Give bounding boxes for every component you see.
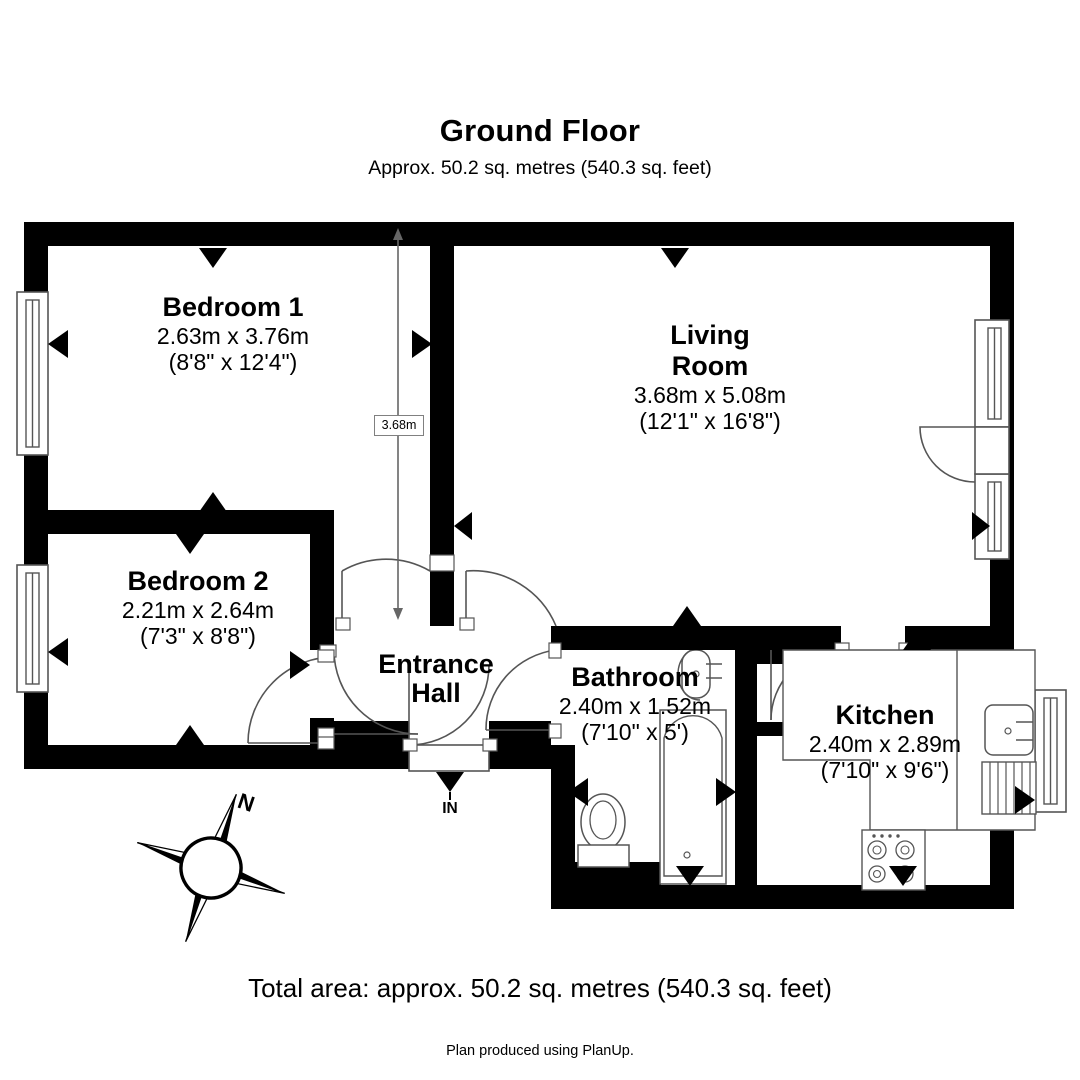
door-bathroom	[485, 642, 562, 739]
marker-bedroom1-west	[48, 330, 68, 358]
marker-kitchen-west	[737, 786, 757, 814]
marker-bathroom-east	[716, 778, 736, 806]
window-bedroom1-left	[16, 291, 49, 456]
dimension-label: 3.68m	[374, 415, 424, 436]
doors	[247, 426, 1010, 772]
page-subtitle: Approx. 50.2 sq. metres (540.3 sq. feet)	[368, 157, 712, 179]
marker-bedroom2-east	[290, 651, 310, 679]
room-label-bedroom1: Bedroom 1 2.63m x 3.76m (8'8" x 12'4")	[75, 292, 391, 375]
room-metric-kitchen: 2.40m x 2.89m	[808, 730, 962, 757]
room-name-kitchen: Kitchen	[835, 700, 935, 730]
entrance-in-label: IN	[442, 800, 458, 817]
room-label-bedroom2: Bedroom 2 2.21m x 2.64m (7'3" x 8'8")	[55, 566, 341, 649]
marker-bedroom1-north	[199, 248, 227, 268]
fixtures	[577, 647, 1037, 891]
marker-bathroom-west	[568, 778, 588, 806]
total-area-text: Total area: approx. 50.2 sq. metres (540…	[248, 973, 832, 1003]
room-metric-livingroom: 3.68m x 5.08m	[633, 381, 787, 408]
view-direction-markers	[48, 248, 1035, 886]
room-name-bedroom2: Bedroom 2	[127, 566, 269, 596]
marker-bedroom1-east	[412, 330, 432, 358]
bathtub	[659, 709, 727, 885]
door-bedroom1	[429, 554, 455, 572]
kitchen-sink	[984, 704, 1034, 756]
door-bedroom2	[247, 649, 335, 750]
marker-livingroom-south	[673, 606, 701, 626]
door-hall-livingroom-arc	[459, 569, 557, 631]
toilet-wc	[577, 793, 630, 868]
page-title: Ground Floor	[439, 113, 641, 148]
window-livingroom-upper	[974, 319, 1010, 428]
room-name-entrancehall-line1: Entrance	[378, 649, 494, 679]
marker-bathroom-south	[676, 866, 704, 886]
marker-kitchen-north	[903, 630, 931, 650]
room-label-bathroom: Bathroom 2.40m x 1.52m (7'10" x 5')	[510, 662, 760, 745]
marker-entrance-in	[436, 772, 464, 792]
marker-bedroom2-west	[48, 638, 68, 666]
room-label-livingroom: Living Room 3.68m x 5.08m (12'1" x 16'8"…	[595, 320, 825, 434]
room-name-bedroom1: Bedroom 1	[162, 292, 304, 322]
windows	[16, 291, 1067, 813]
window-kitchen-right	[1034, 689, 1067, 813]
marker-bathroom-north	[682, 630, 710, 650]
marker-livingroom-north	[661, 248, 689, 268]
marker-kitchen-south	[889, 866, 917, 886]
marker-bedroom2-north	[176, 534, 204, 554]
marker-livingroom-west	[454, 512, 472, 540]
room-metric-bathroom: 2.40m x 1.52m	[558, 692, 712, 719]
room-name-bathroom: Bathroom	[571, 662, 699, 692]
marker-bedroom2-south	[176, 725, 204, 745]
room-label-entrancehall: Entrance Hall	[358, 649, 514, 709]
window-livingroom-lower	[974, 473, 1010, 560]
room-imperial-bedroom2: (7'3" x 8'8")	[140, 622, 256, 649]
room-name-entrancehall-line2: Hall	[411, 678, 461, 709]
room-label-kitchen: Kitchen 2.40m x 2.89m (7'10" x 9'6")	[785, 700, 985, 783]
marker-kitchen-east	[1015, 786, 1035, 814]
marker-bedroom1-south	[199, 492, 227, 512]
window-bedroom2-left	[16, 564, 49, 693]
plan-credit-text: Plan produced using PlanUp.	[446, 1043, 634, 1059]
room-imperial-kitchen: (7'10" x 9'6")	[820, 756, 950, 783]
room-name-livingroom-line2: Room	[671, 350, 749, 381]
kitchen-drainer	[981, 761, 1037, 815]
door-front-entrance	[402, 664, 498, 772]
room-metric-bedroom1: 2.63m x 3.76m	[156, 322, 310, 349]
door-livingroom-patio	[919, 426, 1010, 483]
room-imperial-bedroom1: (8'8" x 12'4")	[168, 348, 298, 375]
door-hall-bedroom1-arc	[335, 558, 431, 631]
room-imperial-livingroom: (12'1" x 16'8")	[639, 407, 781, 434]
kitchen-hob	[861, 829, 926, 891]
room-metric-bedroom2: 2.21m x 2.64m	[121, 596, 275, 623]
room-name-livingroom-line1: Living	[670, 320, 750, 350]
compass-rose	[137, 793, 285, 943]
room-imperial-bathroom: (7'10" x 5')	[581, 718, 689, 745]
marker-livingroom-east	[972, 512, 990, 540]
